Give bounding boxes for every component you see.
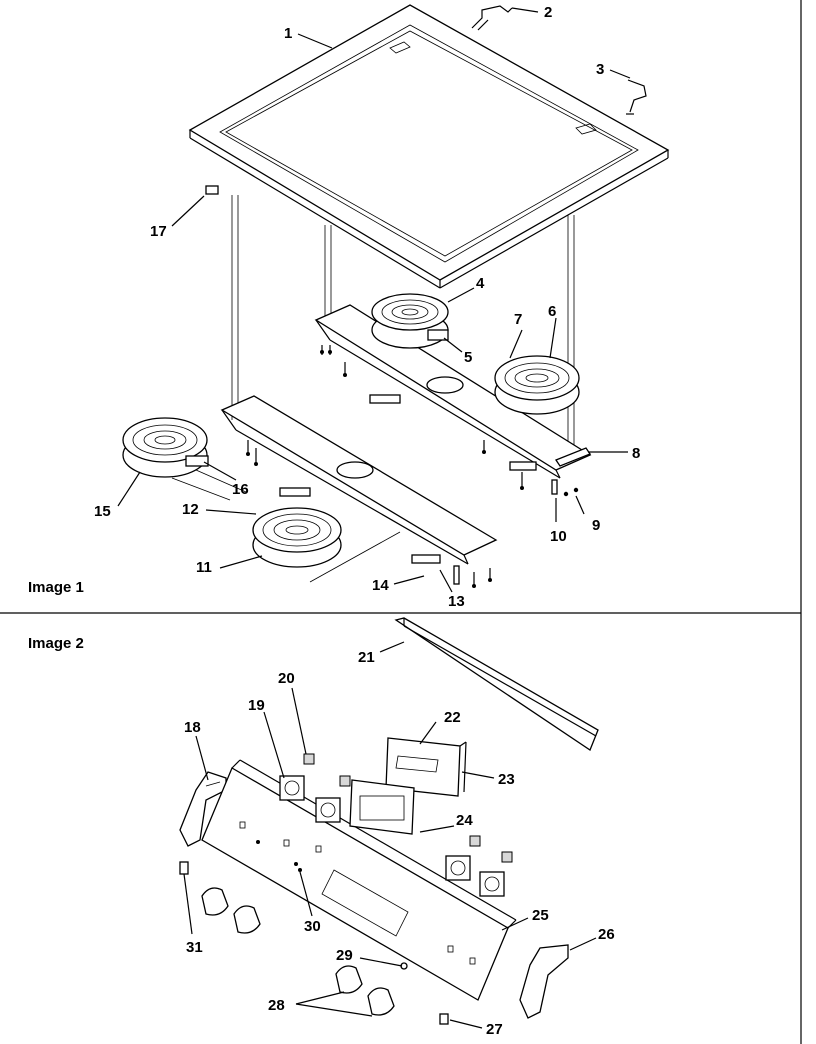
upper-support-rail: [314, 304, 592, 479]
callout-14: 14: [372, 577, 389, 594]
clip: [205, 185, 219, 195]
image-2-callouts: 18 19 20 21 22 23 24 25 26 27 28 29 30 3…: [183, 641, 615, 1038]
callout-23: 23: [498, 771, 515, 788]
burner-11: [252, 507, 342, 568]
cooktop-glass-top: [188, 4, 670, 289]
lower-support-rail: [220, 395, 498, 565]
callout-15: 15: [94, 503, 111, 520]
callout-22: 22: [444, 709, 461, 726]
upper-screws: [320, 345, 524, 490]
control-board: [385, 737, 467, 797]
callout-17: 17: [150, 223, 167, 240]
callout-25: 25: [532, 907, 549, 924]
image-2-label: Image 2: [28, 635, 84, 652]
callout-27: 27: [486, 1021, 503, 1038]
callout-9: 9: [592, 517, 600, 534]
top-bracket: [471, 5, 513, 31]
burner-connector-lines: [171, 469, 401, 583]
callout-3: 3: [596, 61, 604, 78]
callout-26: 26: [598, 926, 615, 943]
side-bracket: [626, 79, 647, 115]
back-trim-strip: [394, 617, 599, 751]
callout-29: 29: [336, 947, 353, 964]
bracket-8-hardware: [551, 447, 591, 497]
display-module: [349, 779, 415, 835]
callout-30: 30: [304, 918, 321, 935]
callout-2: 2: [544, 4, 552, 21]
small-hardware: [179, 840, 449, 1025]
left-end-cap: [179, 771, 227, 847]
callout-1: 1: [284, 25, 292, 42]
lower-screws: [246, 440, 492, 588]
indicator-lights: [303, 753, 513, 863]
callout-13: 13: [448, 593, 465, 610]
callout-16: 16: [232, 481, 249, 498]
callout-8: 8: [632, 445, 640, 462]
callout-28: 28: [268, 997, 285, 1014]
right-end-cap: [519, 944, 569, 1019]
callout-18: 18: [184, 719, 201, 736]
infinite-switch-right-rear: [445, 855, 471, 881]
image-1-callouts: 1 2 3 4 5 6 7 8 9 10 11 12 13 14 15 16 1…: [94, 4, 640, 610]
callout-20: 20: [278, 670, 295, 687]
infinite-switch-left-rear: [279, 775, 305, 801]
infinite-switch-right-front: [479, 871, 505, 897]
callout-12: 12: [182, 501, 199, 518]
callout-11: 11: [196, 559, 212, 576]
callout-6: 6: [548, 303, 556, 320]
burner-6: [494, 355, 580, 415]
callout-31: 31: [186, 939, 203, 956]
knobs: [201, 887, 395, 1016]
callout-21: 21: [358, 649, 375, 666]
callout-7: 7: [514, 311, 522, 328]
burner-4: [371, 293, 449, 349]
burner-15: [122, 417, 209, 478]
callout-24: 24: [456, 812, 473, 829]
callout-4: 4: [476, 275, 485, 292]
assembly-lines: [231, 195, 575, 450]
callout-10: 10: [550, 528, 567, 545]
infinite-switch-left-front: [315, 797, 341, 823]
callout-5: 5: [464, 349, 472, 366]
callout-19: 19: [248, 697, 265, 714]
image-1-label: Image 1: [28, 579, 84, 596]
